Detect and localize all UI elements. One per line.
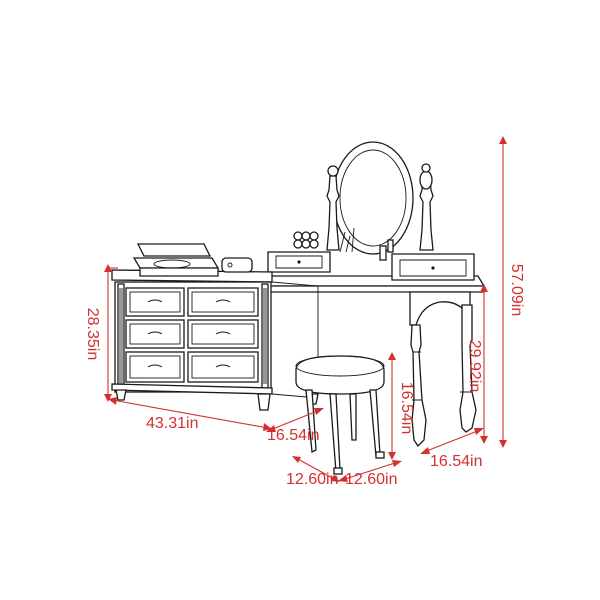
oval-mirror — [326, 141, 434, 255]
dresser — [111, 269, 319, 411]
table-height-label: 29.92in — [466, 340, 483, 393]
record-player — [132, 243, 253, 277]
stool — [295, 355, 385, 475]
dresser-height-label: 28.35in — [84, 308, 101, 361]
upper-drawers — [267, 227, 475, 281]
dimension-lines — [104, 136, 507, 482]
dresser-depth-label: 16.54in — [267, 427, 320, 444]
table-depth-label: 16.54in — [430, 453, 483, 470]
overall-width-label: 43.31in — [146, 415, 199, 432]
dimension-labels: 28.35in 43.31in 16.54in 29.92in 16.54in … — [84, 264, 525, 488]
stool-width-label: 12.60in — [286, 471, 339, 488]
stool-depth-label: 12.60in — [345, 471, 398, 488]
total-height-label: 57.09in — [508, 264, 525, 317]
stool-height-label: 16.54in — [398, 382, 415, 435]
